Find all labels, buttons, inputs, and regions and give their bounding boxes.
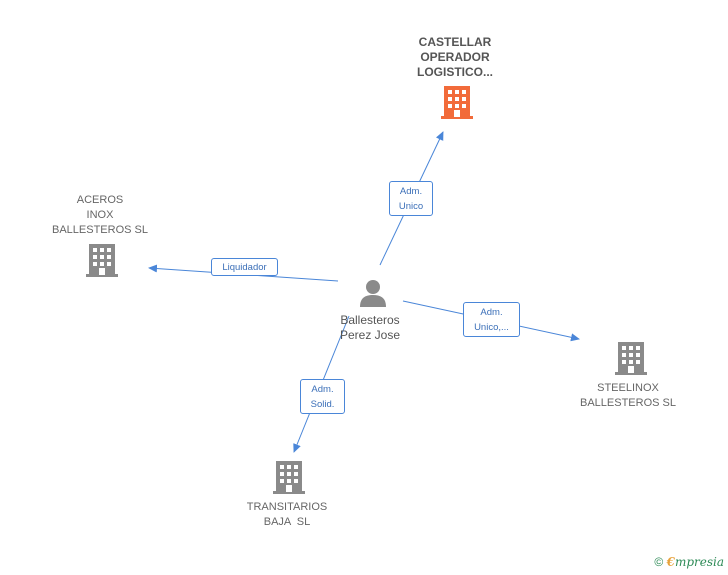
company-name-line: BALLESTEROS SL [52,224,148,236]
edge-role-line: Solid. [310,399,335,410]
brand-footer[interactable]: © €mpresia [654,555,724,569]
company-label-steelinox[interactable]: STEELINOX BALLESTEROS SL [568,381,688,411]
edge-role-line: Adm. [311,384,334,395]
edge-role-line: Adm. [480,307,503,318]
person-icon[interactable] [360,280,386,307]
edge-role-line: Unico [398,201,424,212]
brand-logo: €mpresia [667,555,724,569]
company-name-line: TRANSITARIOS [246,501,328,513]
brand-logo-text: mpresia [674,555,724,569]
company-name-line: LOGISTICO... [416,65,493,79]
company-name-line: CASTELLAR [418,35,492,49]
company-label-transitarios[interactable]: TRANSITARIOS BAJA SL [227,500,347,530]
building-icon-steelinox[interactable] [615,342,647,375]
edge-role-line: Unico,... [474,322,509,333]
edge-role-line: Liquidador [222,262,267,273]
company-name-line: BALLESTEROS SL [580,397,676,409]
copyright-symbol: © [654,555,664,569]
brand-logo-initial: € [666,555,675,569]
person-label[interactable]: Ballesteros Perez Jose [320,313,420,343]
building-icon-castellar[interactable] [441,86,473,119]
building-icon-transitarios[interactable] [273,461,305,494]
building-icon-aceros[interactable] [86,244,118,277]
company-label-aceros[interactable]: ACEROS INOX BALLESTEROS SL [40,193,160,238]
company-name-line: BAJA SL [263,516,311,528]
edge-tag-castellar: Adm. Unico [389,181,433,216]
person-name-line: Ballesteros [340,313,400,327]
person-name-line: Perez Jose [339,328,401,342]
edge-tag-steelinox: Adm. Unico,... [463,302,520,337]
edge-tag-aceros: Liquidador [211,258,278,276]
company-name-line: OPERADOR [420,50,490,64]
edge-role-line: Adm. [399,186,423,197]
company-name-line: INOX [86,209,114,221]
company-name-line: STEELINOX [597,382,659,394]
company-name-line: ACEROS [76,194,124,206]
edge-tag-transitarios: Adm. Solid. [300,379,345,414]
company-label-castellar[interactable]: CASTELLAR OPERADOR LOGISTICO... [395,35,515,80]
